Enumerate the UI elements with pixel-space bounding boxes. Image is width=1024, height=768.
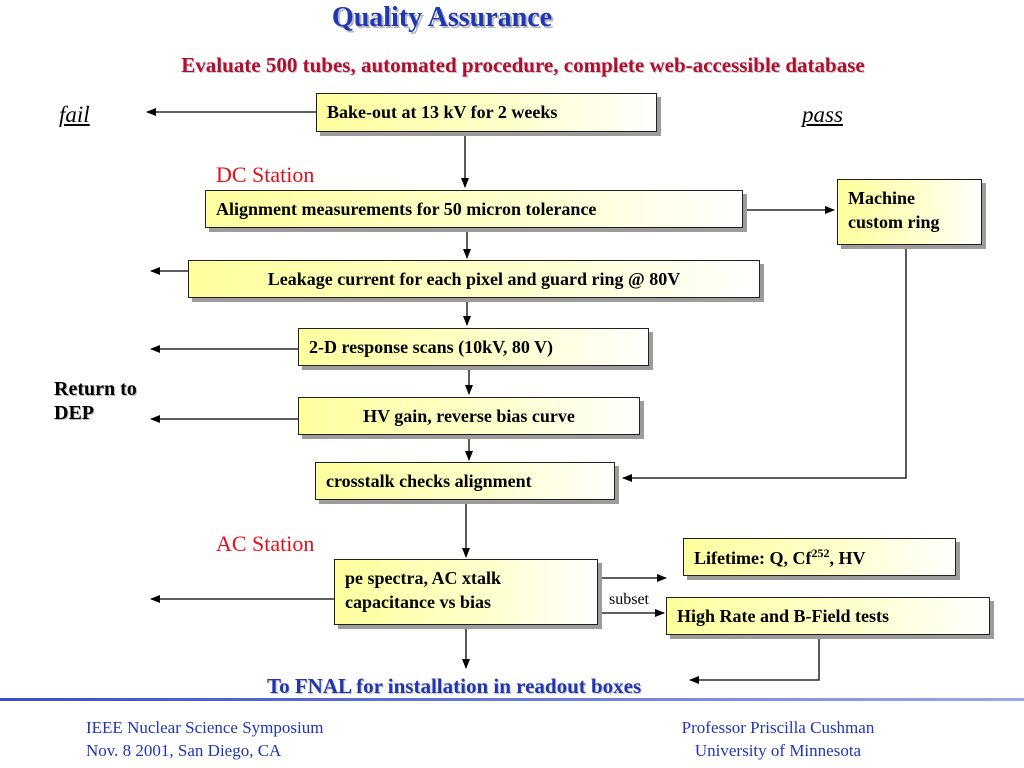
hv-gain-text: HV gain, reverse bias curve [363,405,575,426]
arrow-machine-crosstalk [622,246,907,482]
return-to-dep-line1: Return to [54,378,137,400]
dc-station-label: DC Station [216,162,315,187]
lifetime-prefix: Lifetime: Q, Cf [694,547,812,568]
machine-line1: Machine [848,188,915,208]
ac-station-label: AC Station [216,531,315,556]
response-scans-box: 2-D response scans (10kV, 80 V) [298,328,649,366]
pe-line2: capacitance vs bias [345,592,491,612]
machine-custom-ring-box: Machine custom ring [837,179,982,245]
crosstalk-text: crosstalk checks alignment [326,470,532,491]
bakeout-text: Bake-out at 13 kV for 2 weeks [327,102,558,122]
lifetime-suffix: , HV [829,547,866,568]
hv-gain-box: HV gain, reverse bias curve [298,397,640,435]
lifetime-box: Lifetime: Q, Cf252, HV [683,538,956,576]
footer-conference: IEEE Nuclear Science Symposium [86,718,324,737]
response-scans-text: 2-D response scans (10kV, 80 V) [309,336,554,357]
high-rate-text: High Rate and B-Field tests [677,605,890,626]
footer-left: IEEE Nuclear Science Symposium Nov. 8 20… [86,716,323,762]
footer-divider [0,698,1024,701]
return-to-dep-label: Return to DEP [54,377,137,425]
alignment-box: Alignment measurements for 50 micron tol… [205,190,743,228]
page-subtitle: Evaluate 500 tubes, automated procedure,… [181,53,865,77]
arrow-highrate-fnal [689,638,820,684]
lifetime-text: Lifetime: Q, Cf252, HV [694,546,865,569]
return-to-dep-line2: DEP [54,402,94,424]
page-title: Quality Assurance [331,2,553,33]
fnal-destination-label: To FNAL for installation in readout boxe… [267,674,642,698]
pass-label: pass [802,102,843,127]
footer-affiliation: University of Minnesota [694,741,862,760]
footer-date-location: Nov. 8 2001, San Diego, CA [86,741,282,760]
cf-superscript: 252 [811,545,830,560]
alignment-text: Alignment measurements for 50 micron tol… [216,198,597,219]
fail-label: fail [59,102,90,127]
leakage-text: Leakage current for each pixel and guard… [267,268,681,289]
pe-line1: pe spectra, AC xtalk [345,568,501,588]
footer-author: Professor Priscilla Cushman [681,718,875,737]
crosstalk-box: crosstalk checks alignment [315,462,615,500]
footer-right: Professor Priscilla Cushman University o… [650,716,906,762]
pe-spectra-box: pe spectra, AC xtalk capacitance vs bias [334,559,598,625]
subset-label: subset [609,591,649,608]
leakage-current-box: Leakage current for each pixel and guard… [188,260,760,298]
machine-line2: custom ring [848,212,940,232]
bakeout-box: Bake-out at 13 kV for 2 weeks [316,93,657,132]
high-rate-box: High Rate and B-Field tests [666,597,990,635]
